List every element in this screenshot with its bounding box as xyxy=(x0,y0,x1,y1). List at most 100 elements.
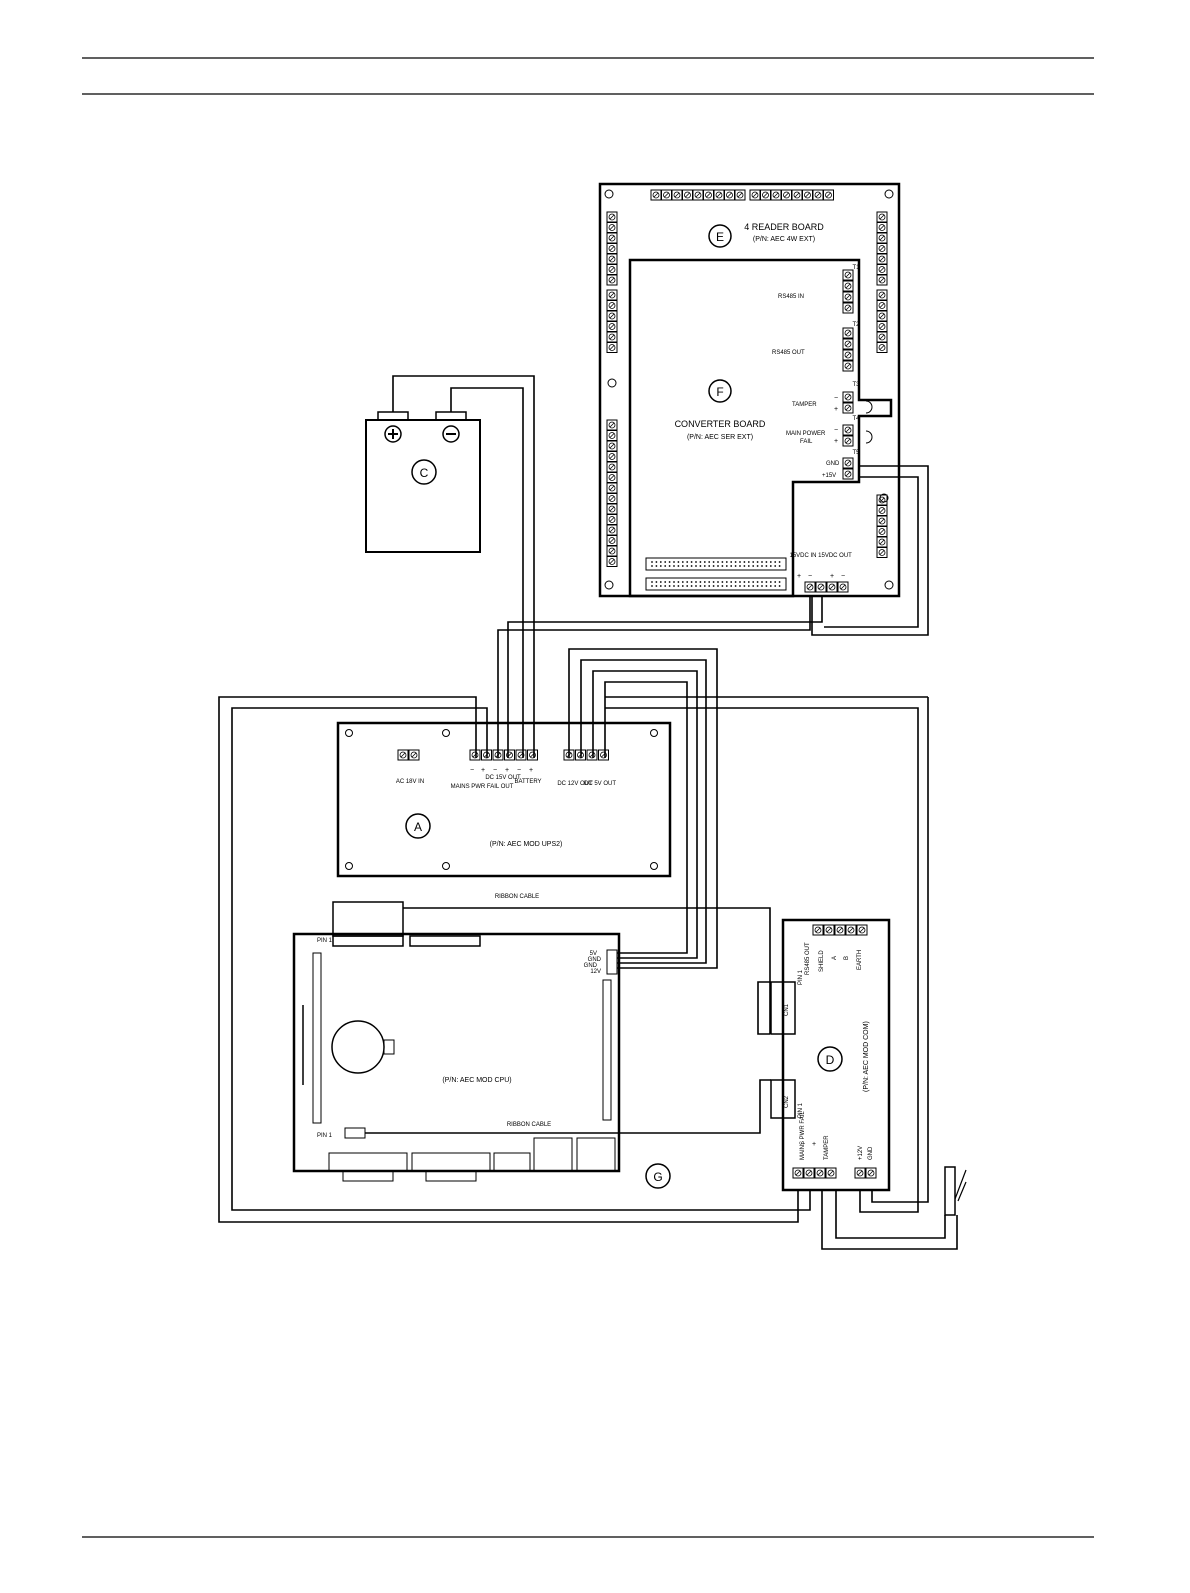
header-pin xyxy=(734,565,737,567)
fail-label: FAIL xyxy=(800,439,813,445)
left-terminal-slot xyxy=(609,527,615,533)
t2-terminal xyxy=(842,338,854,350)
t5-terminal-screw xyxy=(844,459,852,467)
t2-terminal-slot xyxy=(845,341,851,347)
dc15-terminal-slot xyxy=(840,584,846,590)
left-terminal-slot xyxy=(609,443,615,449)
t1-terminal xyxy=(842,269,854,281)
header-pin xyxy=(725,581,728,583)
label-circle-a xyxy=(405,813,431,839)
db-connector-1 xyxy=(328,1152,408,1172)
top-terminal-screw xyxy=(814,191,822,199)
battery-label: BATTERY xyxy=(514,779,541,785)
top-terminal-slot xyxy=(664,192,669,198)
reader-board: 4 READER BOARD (P/N: AEC 4W EXT) E xyxy=(598,182,901,598)
com-bottom-terminals xyxy=(792,1167,877,1179)
top-terminal-slot xyxy=(805,192,810,198)
dc-out-terminal xyxy=(586,749,598,761)
header-pin xyxy=(717,585,719,587)
com-b-label: B xyxy=(844,956,850,960)
com-bottom-terminal-slot xyxy=(817,1170,823,1176)
com-bottom-terminal xyxy=(825,1167,837,1179)
tamper-switch-body xyxy=(944,1166,956,1216)
top-terminal-screw xyxy=(751,191,759,199)
label-a: A xyxy=(414,820,422,834)
cpu-module: PIN 1 RIBBON CABLE (P/N: AEC MOD CPU) 5V… xyxy=(292,894,621,1182)
left-terminal-screw xyxy=(608,537,616,544)
left-terminal-slot xyxy=(609,334,615,340)
header-pin xyxy=(690,585,693,587)
top-terminal-screw xyxy=(762,191,769,199)
mains-fail-label: MAINS PWR FAIL OUT xyxy=(451,784,514,790)
header-pin xyxy=(743,581,746,583)
left-terminal-slot xyxy=(609,277,615,283)
header-pin xyxy=(778,561,781,563)
top-terminal-slot xyxy=(752,192,758,198)
t5-terminal-slot xyxy=(845,471,851,477)
left-terminal-slot xyxy=(609,506,615,512)
header-pin xyxy=(703,561,706,563)
battery-terminal-pos xyxy=(377,411,409,421)
com-rs485-terminal-screw xyxy=(814,926,822,934)
header-pin xyxy=(725,565,728,567)
left-terminal-screw xyxy=(608,516,616,523)
top-terminal-slot xyxy=(784,192,789,198)
left-terminal-screw xyxy=(608,312,616,320)
right-terminal xyxy=(876,342,888,353)
t1-terminal xyxy=(842,291,854,303)
t5-terminal-slot xyxy=(845,460,851,466)
left-terminal-screw xyxy=(608,442,616,450)
left-terminal-screw xyxy=(608,302,616,309)
t2-terminal xyxy=(842,360,854,372)
com-rs485-terminal xyxy=(812,924,824,936)
left-terminal-screw xyxy=(608,276,616,284)
t5-terminal xyxy=(842,457,854,469)
reader-board-left-terminals xyxy=(606,211,618,567)
ribbon-cable-label-2: RIBBON CABLE xyxy=(507,1122,551,1128)
right-terminal-slot xyxy=(879,313,885,319)
right-terminal-screw xyxy=(878,323,886,330)
header-pin xyxy=(769,581,772,583)
ac-in-label: AC 18V IN xyxy=(396,779,424,785)
header-pin xyxy=(673,565,675,567)
rj45-port-1 xyxy=(533,1137,573,1172)
header-pin xyxy=(752,585,755,587)
header-pin xyxy=(717,561,719,563)
left-terminal-screw xyxy=(608,266,616,273)
t4-plus: + xyxy=(834,438,838,445)
t2-terminal-slot xyxy=(845,352,851,358)
header-connector-2 xyxy=(645,577,787,591)
t3-terminal xyxy=(842,402,854,414)
com-bottom-terminal-screw xyxy=(827,1169,835,1177)
header-pin xyxy=(712,585,715,587)
header-pin xyxy=(668,565,671,567)
com-bottom-terminal xyxy=(803,1167,815,1179)
converter-board-pn: (P/N: AEC SER EXT) xyxy=(687,434,753,441)
ups-terminal xyxy=(515,749,527,761)
ups-terminal xyxy=(504,749,515,761)
top-terminal-slot xyxy=(685,192,690,198)
right-terminal-slot xyxy=(879,256,885,262)
com-bottom-terminal-screw xyxy=(805,1169,813,1177)
ups-terminal-screw xyxy=(471,751,479,759)
header-pin xyxy=(734,561,737,563)
header-pin xyxy=(681,585,684,587)
top-terminal-screw xyxy=(793,191,801,199)
t3-plus: + xyxy=(834,406,838,413)
header-pin xyxy=(730,561,733,563)
left-terminal-slot xyxy=(609,235,615,241)
ups-terminal-screw xyxy=(529,751,536,759)
right-terminal-slot xyxy=(879,529,885,534)
left-terminal-slot xyxy=(609,256,615,262)
t4-terminal-slot xyxy=(845,438,851,444)
left-terminal-slot xyxy=(609,313,615,319)
ups-module: AC 18V IN MAINS PWR FAIL OUT DC 15V OUT … xyxy=(336,721,672,878)
top-terminal-slot xyxy=(706,192,711,198)
header-pin xyxy=(752,581,755,583)
left-terminal-slot xyxy=(609,246,615,251)
t4-minus: − xyxy=(834,427,838,434)
com-rs485-out-label: RS485 OUT xyxy=(805,942,811,975)
header-pin xyxy=(681,565,684,567)
right-terminal-screw xyxy=(878,312,886,320)
